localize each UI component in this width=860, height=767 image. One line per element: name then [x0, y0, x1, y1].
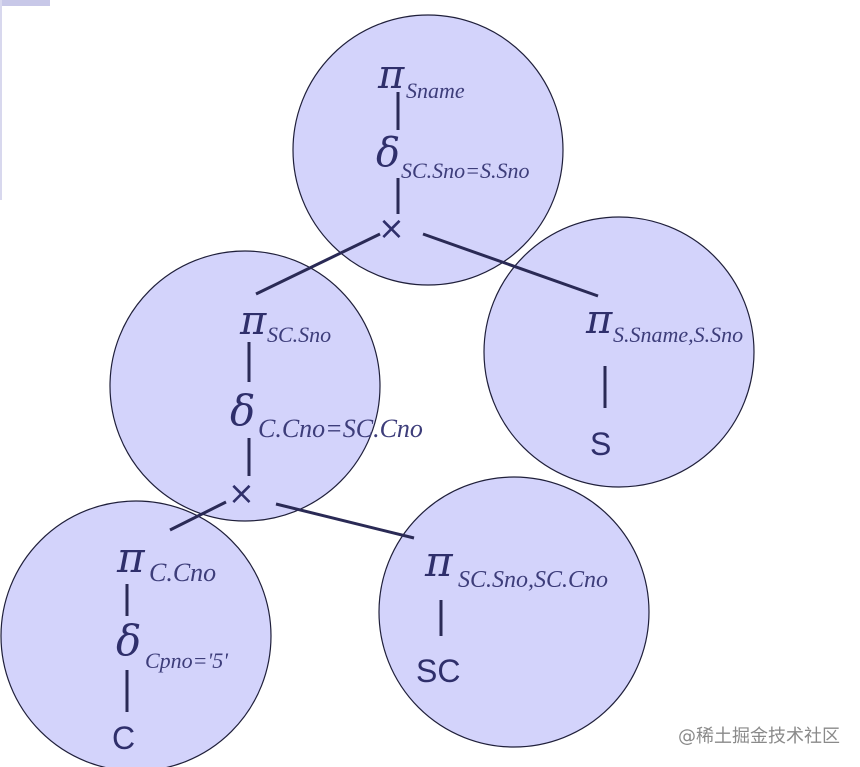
- top-pi-subscript: Sname: [406, 78, 465, 103]
- node-circle-top: [292, 14, 564, 286]
- node-circle-bottom-right: [378, 476, 650, 748]
- middle-pi-symbol: π: [239, 298, 267, 344]
- edge-top-to-right: [422, 232, 599, 298]
- bottom-left-pi-subscript: C.Cno: [149, 558, 216, 587]
- edge-middle-to-bottom-left: [169, 500, 227, 532]
- top-pi-symbol: π: [377, 52, 405, 98]
- left-edge-marker: [0, 0, 2, 200]
- bottom-right-pi-symbol: π: [424, 537, 454, 586]
- right-pi-subscript: S.Sname,S.Sno: [613, 322, 743, 347]
- top-join-symbol: ×: [378, 209, 405, 247]
- bottom-left-sigma-symbol: δ: [116, 616, 141, 665]
- right-relation-label: S: [590, 426, 611, 462]
- middle-sigma-symbol: δ: [230, 386, 255, 435]
- middle-join-symbol: ×: [228, 474, 255, 512]
- corner-marker: [0, 0, 50, 6]
- edge-top-to-middle: [255, 232, 381, 296]
- node-circle-bottom-left: [0, 500, 272, 767]
- right-pi-symbol: π: [585, 297, 613, 343]
- node-circle-middle: [109, 250, 381, 522]
- middle-pi-subscript: SC.Sno: [267, 322, 331, 347]
- top-sigma-subscript: SC.Sno=S.Sno: [401, 158, 530, 183]
- bottom-right-relation-label: SC: [416, 653, 460, 689]
- watermark-text: @稀土掘金技术社区: [678, 726, 840, 747]
- bottom-left-relation-label: C: [112, 720, 135, 756]
- bottom-left-sigma-subscript: Cpno='5': [145, 648, 228, 673]
- middle-sigma-subscript: C.Cno=SC.Cno: [258, 414, 423, 443]
- bottom-left-pi-symbol: π: [116, 533, 146, 582]
- top-sigma-symbol: δ: [376, 130, 400, 176]
- node-circle-right: [483, 216, 755, 488]
- edge-middle-to-bottom-right: [275, 502, 415, 540]
- bottom-right-pi-subscript: SC.Sno,SC.Cno: [458, 567, 608, 593]
